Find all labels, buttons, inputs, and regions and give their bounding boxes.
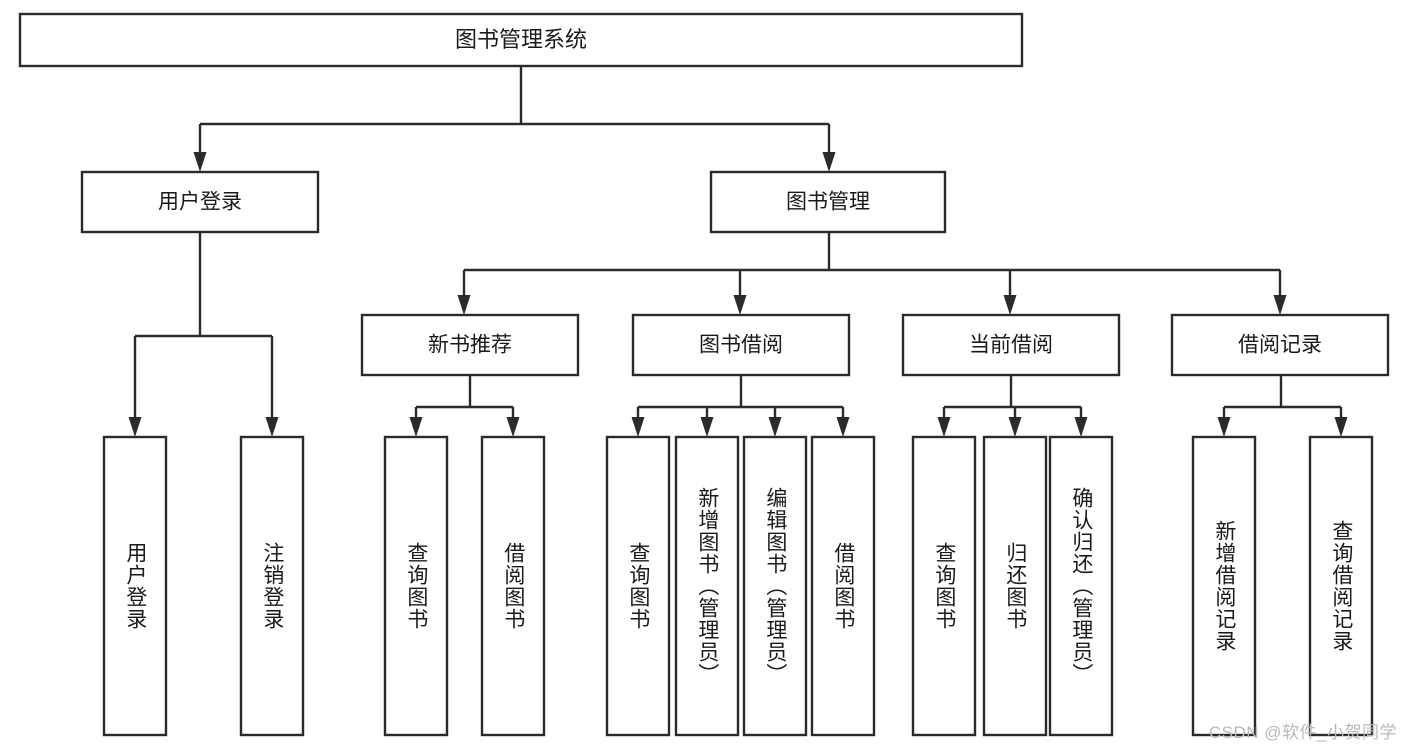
leaf-node-7-box[interactable] <box>742 435 808 737</box>
g3-branch-3-arrowhead <box>1074 417 1088 437</box>
level2-node-4-box[interactable] <box>1170 313 1390 377</box>
g3-branch-1-arrowhead <box>937 417 951 437</box>
leaf-node-13-box[interactable] <box>1308 435 1374 737</box>
manage-branch-1-arrowhead <box>457 295 471 315</box>
level1-node-2-label: 图书管理 <box>786 191 870 214</box>
login-branch-2-arrowhead <box>265 417 279 437</box>
leaf-node-2-box[interactable] <box>239 435 305 737</box>
leaf-node-4-box[interactable] <box>480 435 546 737</box>
leaf-node-3-box[interactable] <box>383 435 449 737</box>
root-branch-1-arrowhead <box>193 152 207 172</box>
level2-node-1-box[interactable] <box>360 313 580 377</box>
root-node-box[interactable] <box>18 12 1024 68</box>
leaf-node-5-box[interactable] <box>605 435 671 737</box>
level1-node-1-box[interactable] <box>80 170 320 234</box>
level2-node-2-box[interactable] <box>631 313 851 377</box>
g1-branch-1-arrowhead <box>409 417 423 437</box>
level2-node-3-label: 当前借阅 <box>969 334 1053 357</box>
level2-node-3-box[interactable] <box>901 313 1121 377</box>
g3-branch-2-arrowhead <box>1008 417 1022 437</box>
g4-branch-2-arrowhead <box>1334 417 1348 437</box>
g2-branch-2-arrowhead <box>700 417 714 437</box>
g4-branch-1-arrowhead <box>1217 417 1231 437</box>
leaf-node-8-box[interactable] <box>810 435 876 737</box>
leaf-node-1-box[interactable] <box>102 435 168 737</box>
level1-node-2-box[interactable] <box>709 170 947 234</box>
level2-node-1-label: 新书推荐 <box>428 334 512 357</box>
level2-node-4-label: 借阅记录 <box>1238 334 1322 357</box>
node-boxes <box>18 12 1390 737</box>
root-node-label: 图书管理系统 <box>455 27 587 52</box>
g2-branch-1-arrowhead <box>631 417 645 437</box>
manage-branch-4-arrowhead <box>1273 295 1287 315</box>
root-branch-2-arrowhead <box>822 152 836 172</box>
g1-branch-2-arrowhead <box>506 417 520 437</box>
leaf-node-10-box[interactable] <box>982 435 1048 737</box>
login-branch-1-arrowhead <box>128 417 142 437</box>
leaf-node-6-box[interactable] <box>674 435 740 737</box>
level2-node-2-label: 图书借阅 <box>699 334 783 357</box>
g2-branch-3-arrowhead <box>768 417 782 437</box>
manage-branch-2-arrowhead <box>733 295 747 315</box>
level1-node-1-label: 用户登录 <box>158 191 242 214</box>
leaf-node-9-box[interactable] <box>911 435 977 737</box>
leaf-node-11-box[interactable] <box>1048 435 1114 737</box>
g2-branch-4-arrowhead <box>836 417 850 437</box>
manage-branch-3-arrowhead <box>1003 295 1017 315</box>
leaf-node-12-box[interactable] <box>1191 435 1257 737</box>
watermark-text: CSDN @软件_小贺同学 <box>1208 723 1397 742</box>
connector-edges <box>128 66 1348 437</box>
